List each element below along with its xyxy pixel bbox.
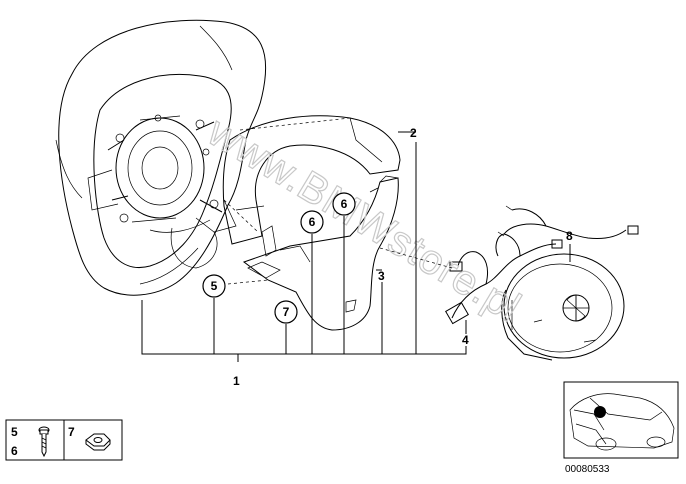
callout-part-8: 8: [566, 229, 573, 243]
reference-code: 00080533: [565, 464, 610, 475]
circle-number-6a: 6: [309, 215, 316, 229]
part-number-3: 3: [378, 269, 385, 283]
leader-lines: [141, 117, 571, 362]
legend-number-6: 6: [11, 444, 18, 458]
circle-callout-6b: 6: [332, 192, 356, 216]
part-number-1: 1: [233, 374, 240, 388]
circle-number-5: 5: [211, 279, 218, 293]
callout-part-3: 3: [378, 269, 385, 283]
upper-trim-cover: [222, 115, 401, 263]
lower-trim-cover: [242, 175, 399, 331]
legend-number-5: 5: [11, 425, 18, 439]
circle-number-6b: 6: [341, 197, 348, 211]
circle-number-7: 7: [283, 305, 290, 319]
circle-callout-6a: 6: [300, 210, 324, 234]
car-locator-thumbnail: 00080533: [563, 381, 679, 475]
circle-callout-7: 7: [274, 300, 298, 324]
part-number-2: 2: [410, 126, 417, 140]
part-number-4: 4: [462, 333, 469, 347]
wiring-harness: [445, 205, 639, 325]
circle-callout-5: 5: [202, 274, 226, 298]
fastener-legend: 5 6 7: [5, 419, 123, 461]
airbag-module: [501, 253, 625, 361]
steering-wheel: [55, 19, 281, 296]
callout-part-2: 2: [410, 126, 417, 140]
nut-icon: [85, 433, 111, 451]
location-marker-icon: [594, 406, 606, 418]
legend-number-7: 7: [68, 425, 75, 439]
callout-part-4: 4: [462, 333, 469, 347]
screw-icon: [38, 426, 50, 458]
watermark-text: www.BMWstore.pl: [200, 107, 530, 331]
callout-part-1: 1: [233, 374, 240, 388]
part-number-8: 8: [566, 229, 573, 243]
